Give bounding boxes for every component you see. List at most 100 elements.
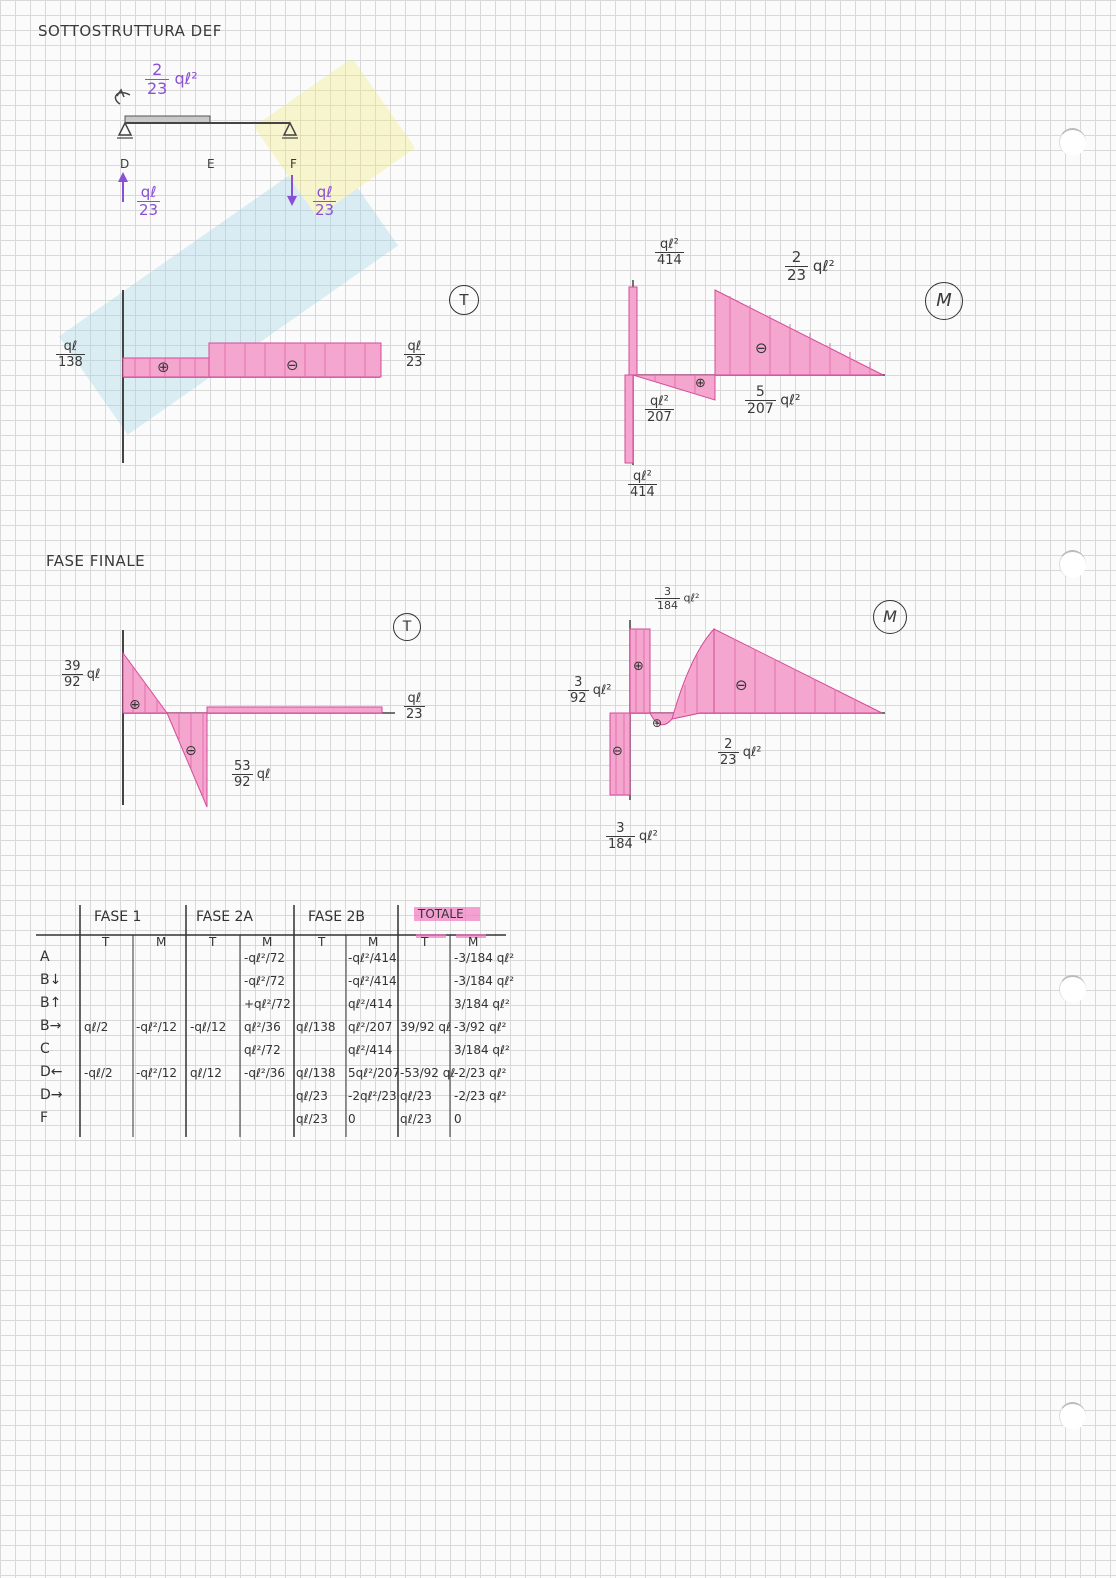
sub-shear-diagram (122, 290, 382, 463)
table-cell-fase2b-m: qℓ²/414 (348, 997, 393, 1011)
sub-moment-diagram: ⊖ ⊕ (624, 280, 885, 465)
punch-hole-4 (1059, 1402, 1086, 1430)
svg-text:⊖: ⊖ (755, 339, 768, 357)
svg-text:⊕: ⊕ (695, 376, 706, 391)
sub-m-fase1: M (156, 935, 167, 949)
svg-text:⊖: ⊖ (612, 744, 623, 759)
table-row-label: F (40, 1110, 49, 1126)
svg-text:⊖: ⊖ (735, 676, 748, 694)
table-cell-tot-m: -3/184 qℓ² (454, 974, 515, 988)
table-row-label: D→ (40, 1087, 63, 1103)
final-moment-circle: M (873, 600, 907, 634)
table-cell-fase2a-m: qℓ²/36 (244, 1020, 281, 1034)
table-cell-fase2b-m: -qℓ²/414 (348, 951, 397, 965)
final-moment-diagram: ⊕ ⊖ ⊕ ⊖ (609, 620, 885, 800)
summary-table: FASE 1 FASE 2A FASE 2B TOTALE T M T M T … (36, 905, 656, 1145)
header-totale: TOTALE (418, 907, 464, 921)
table-row-label: C (40, 1041, 50, 1057)
table-cell-fase2b-t: qℓ/23 (296, 1112, 328, 1126)
svg-text:⊖: ⊖ (185, 743, 197, 759)
table-cell-tot-m: 0 (454, 1112, 462, 1126)
table-row-label: B→ (40, 1018, 62, 1034)
node-e-label: E (207, 157, 215, 171)
final-shear-diagram: ⊕ ⊖ (122, 630, 395, 808)
table-cell-fase2a-m: -qℓ²/36 (244, 1066, 286, 1080)
table-cell-fase2a-m: -qℓ²/72 (244, 974, 286, 988)
table-cell-tot-m: 3/184 qℓ² (454, 997, 510, 1011)
table-cell-fase2a-m: qℓ²/72 (244, 1043, 281, 1057)
header-fase2a: FASE 2A (196, 909, 254, 925)
node-f-label: F (290, 157, 297, 171)
table-row-label: D← (40, 1064, 63, 1080)
table-cell-tot-t: qℓ/23 (400, 1089, 432, 1103)
substructure-title: SOTTOSTRUTTURA DEF (38, 22, 222, 40)
table-cell-tot-t: -53/92 qℓ (400, 1066, 456, 1080)
table-row-label: A (40, 949, 50, 965)
table-cell-tot-t: qℓ/23 (400, 1112, 432, 1126)
table-cell-fase1-t: qℓ/2 (84, 1020, 109, 1034)
table-cell-fase2b-m: qℓ²/207 (348, 1020, 393, 1034)
sub-t-fase1: T (102, 935, 110, 949)
final-title: FASE FINALE (46, 552, 146, 570)
table-cell-fase1-m: -qℓ²/12 (136, 1020, 178, 1034)
sub-shear-circle: T (449, 285, 479, 315)
table-grid (36, 905, 506, 1137)
sub-shear-plus: ⊕ (157, 358, 170, 376)
table-cell-fase2b-m: -qℓ²/414 (348, 974, 397, 988)
table-cell-fase2b-m: qℓ²/414 (348, 1043, 393, 1057)
table-cell-fase2b-t: qℓ/23 (296, 1089, 328, 1103)
table-row-label: B↑ (40, 995, 62, 1011)
table-cell-tot-m: -3/92 qℓ² (454, 1020, 507, 1034)
table-cell-fase1-t: -qℓ/2 (84, 1066, 113, 1080)
table-cell-tot-m: 3/184 qℓ² (454, 1043, 510, 1057)
sub-m-fase2a: M (262, 935, 273, 949)
table-cell-tot-m: -2/23 qℓ² (454, 1066, 507, 1080)
table-cell-fase2a-m: -qℓ²/72 (244, 951, 286, 965)
sub-t-totale: T (421, 935, 429, 949)
sub-shear-minus: ⊖ (286, 356, 299, 374)
punch-hole-1 (1059, 128, 1086, 156)
svg-text:⊕: ⊕ (652, 716, 662, 730)
sub-t-fase2a: T (209, 935, 217, 949)
final-shear-circle: T (393, 613, 421, 641)
svg-text:⊕: ⊕ (633, 659, 644, 674)
sub-m-fase2b: M (368, 935, 379, 949)
table-cell-fase2a-t: -qℓ/12 (190, 1020, 227, 1034)
table-cell-fase2b-m: 5qℓ²/207 (348, 1066, 400, 1080)
node-d-label: D (120, 157, 130, 171)
table-cell-tot-m: -2/23 qℓ² (454, 1089, 507, 1103)
table-cell-tot-t: 39/92 qℓ (400, 1020, 451, 1034)
punch-hole-2 (1059, 550, 1086, 578)
header-fase2b: FASE 2B (308, 909, 366, 925)
table-cell-fase2b-t: qℓ/138 (296, 1066, 336, 1080)
svg-text:⊕: ⊕ (129, 697, 141, 713)
table-cell-fase2b-t: qℓ/138 (296, 1020, 336, 1034)
table-cell-fase1-m: -qℓ²/12 (136, 1066, 178, 1080)
table-row-label: B↓ (40, 972, 62, 988)
table-cell-tot-m: -3/184 qℓ² (454, 951, 515, 965)
substructure-beam (114, 88, 298, 206)
table-cell-fase2a-t: qℓ/12 (190, 1066, 222, 1080)
header-fase1: FASE 1 (94, 909, 142, 925)
table-cell-fase2b-m: 0 (348, 1112, 356, 1126)
table-cell-fase2a-m: +qℓ²/72 (244, 997, 291, 1011)
sub-t-fase2b: T (318, 935, 326, 949)
sub-m-totale: M (468, 935, 479, 949)
